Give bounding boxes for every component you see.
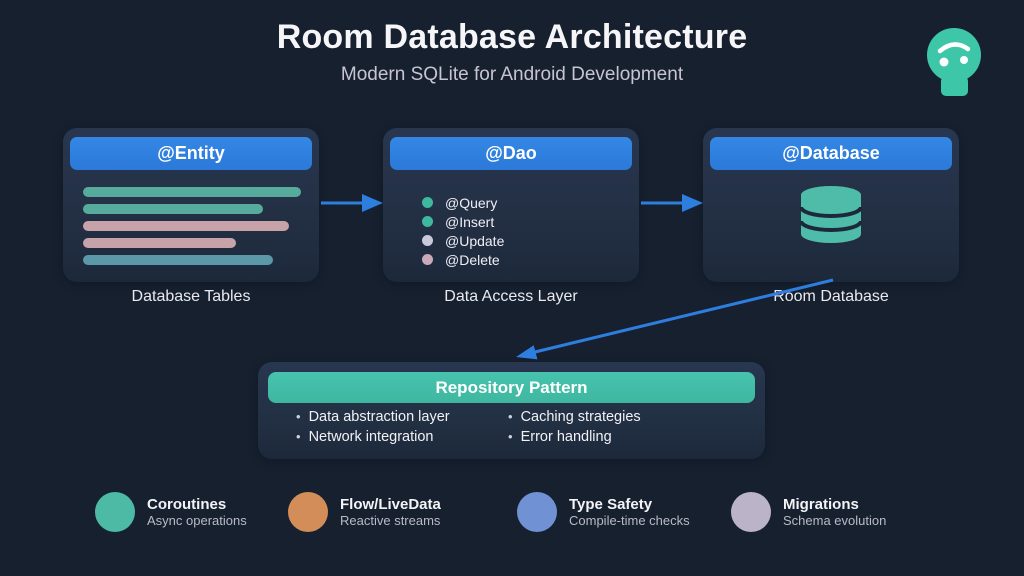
database-card: @Database [703,128,959,282]
dao-caption: Data Access Layer [444,288,578,305]
repository-card-header: Repository Pattern [268,372,755,403]
legend-subtitle: Compile-time checks [569,512,690,528]
dao-annotation-list: @Query @Insert @Update @Delete [422,193,504,269]
list-item: • Error handling [508,429,641,449]
list-item: @Delete [422,250,504,269]
table-row-bar [83,221,289,231]
database-card-header: @Database [710,137,952,170]
bullet-dot-icon [422,254,433,265]
dao-card: @Dao @Query @Insert @Update @Delete [383,128,639,282]
page-title: Room Database Architecture [276,18,748,56]
dao-annotation-label: @Update [445,232,505,249]
list-item: @Update [422,231,504,250]
legend-item-flow-livedata: Flow/LiveData Reactive streams [288,492,441,532]
coroutines-color-dot-icon [95,492,135,532]
legend-subtitle: Async operations [147,512,247,528]
bullet-text: Caching strategies [520,409,641,425]
legend-item-migrations: Migrations Schema evolution [731,492,886,532]
dao-annotation-label: @Query [445,194,498,211]
table-row-bar [83,204,263,214]
legend-item-coroutines: Coroutines Async operations [95,492,247,532]
list-item: • Caching strategies [508,409,641,429]
dao-annotation-label: @Delete [445,251,500,268]
database-icon [800,185,862,245]
list-item: • Data abstraction layer [296,409,450,429]
bullet-icon: • [508,429,513,444]
list-item: @Insert [422,212,504,231]
entity-caption: Database Tables [131,288,251,305]
legend-title: Type Safety [569,495,653,513]
dao-card-header: @Dao [390,137,632,170]
bullet-text: Data abstraction layer [308,409,450,425]
bullet-dot-icon [422,197,433,208]
bullet-dot-icon [422,235,433,246]
table-row-bar [83,255,273,265]
bullet-text: Network integration [308,429,434,445]
database-caption: Room Database [773,288,889,305]
legend-item-type-safety: Type Safety Compile-time checks [517,492,690,532]
page-subtitle: Modern SQLite for Android Development [340,64,684,85]
list-item: @Query [422,193,504,212]
arrow-entity-to-dao [321,194,383,212]
bullet-icon: • [296,409,301,424]
entity-table-bars [83,187,301,272]
migrations-color-dot-icon [731,492,771,532]
table-row-bar [83,187,301,197]
legend-title: Coroutines [147,495,227,513]
list-item: • Network integration [296,429,450,449]
table-row-bar [83,238,236,248]
legend-title: Migrations [783,495,859,513]
legend-subtitle: Reactive streams [340,512,441,528]
legend-title: Flow/LiveData [340,495,441,513]
type-safety-color-dot-icon [517,492,557,532]
repository-card: Repository Pattern • Data abstraction la… [258,362,765,459]
arrow-dao-to-database [641,194,703,212]
entity-card-header: @Entity [70,137,312,170]
legend-subtitle: Schema evolution [783,512,887,528]
bullet-icon: • [508,409,513,424]
lightbulb-icon [926,24,984,100]
entity-card: @Entity [63,128,319,282]
bullet-dot-icon [422,216,433,227]
bullet-text: Error handling [520,429,612,445]
flow-livedata-color-dot-icon [288,492,328,532]
bullet-icon: • [296,429,301,444]
dao-annotation-label: @Insert [445,213,495,230]
